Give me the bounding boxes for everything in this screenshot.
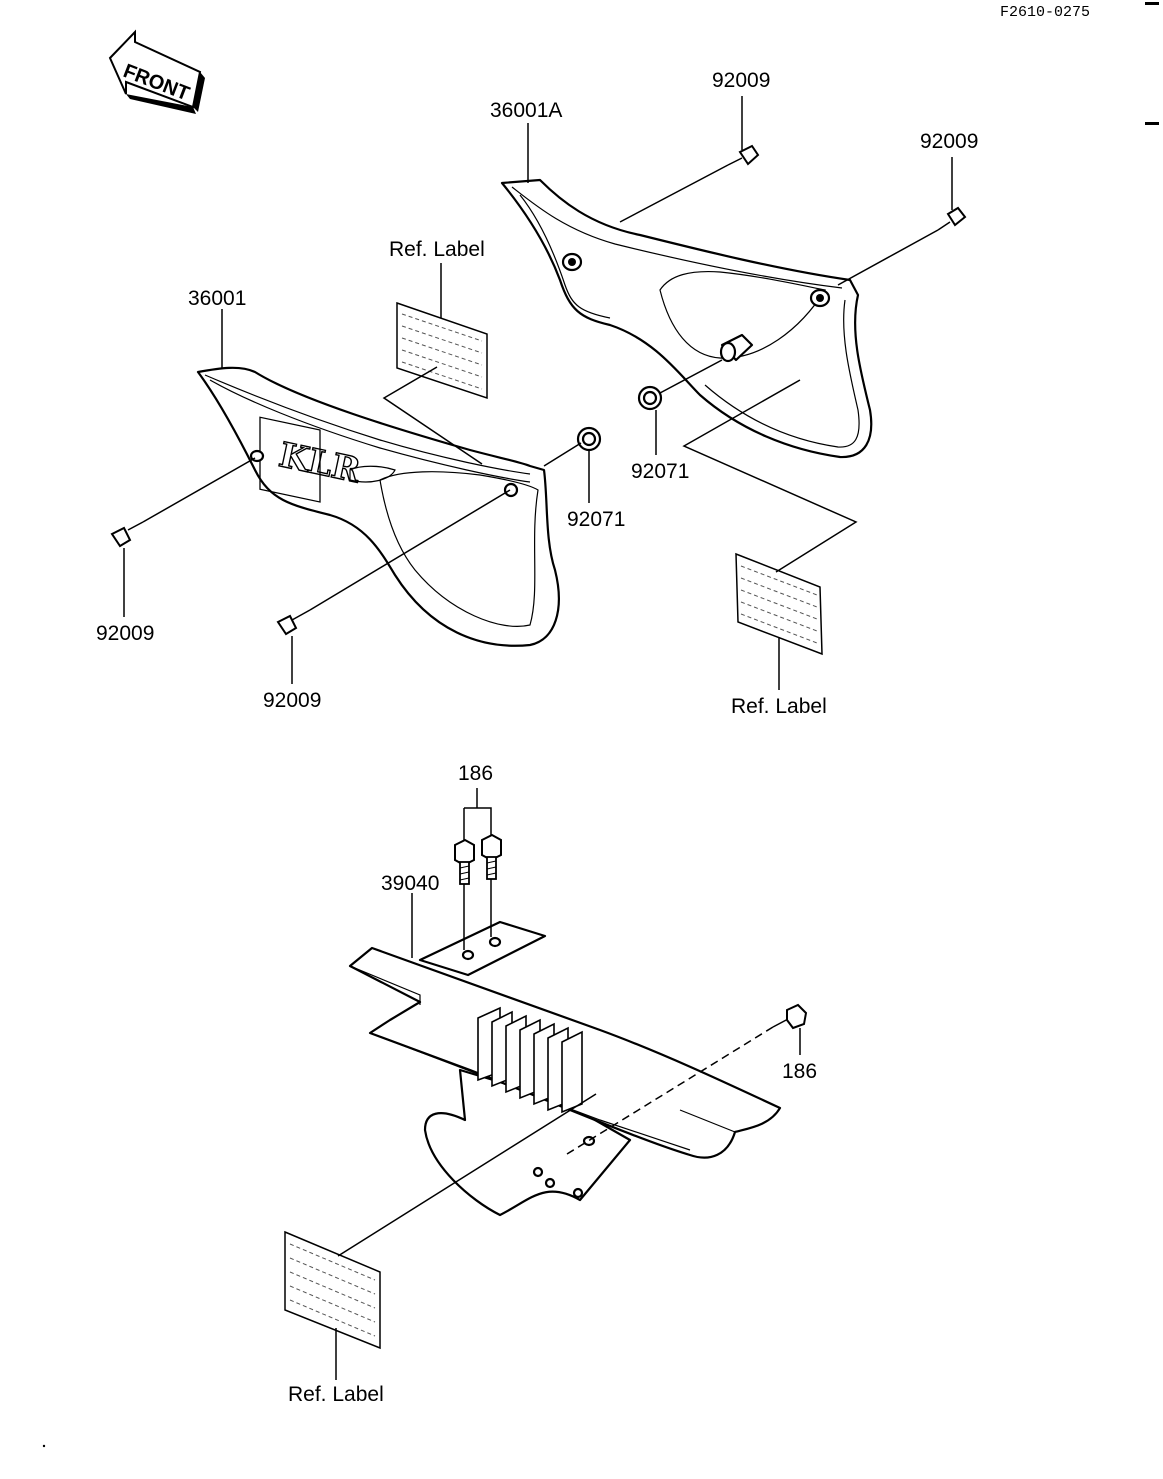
bolt-top-b-icon <box>481 833 502 880</box>
label-bolt-top: 186 <box>458 762 493 785</box>
label-cover-left: 36001 <box>188 287 246 310</box>
label-screw-top-b: 92009 <box>920 130 978 153</box>
leader-lines <box>123 96 953 1380</box>
screw-top-a-icon <box>727 144 760 166</box>
grommet-right-icon <box>637 385 663 411</box>
ref-label-top-icon <box>396 301 488 400</box>
label-grommet-right: 92071 <box>631 460 689 483</box>
scan-dot <box>42 1444 46 1448</box>
ref-label-bottom-icon <box>284 1230 381 1350</box>
diagram-code: F2610-0275 <box>1000 4 1090 21</box>
margin-mark-mid <box>1145 122 1159 125</box>
side-cover-left: KLR <box>196 366 560 647</box>
label-ref-right: Ref. Label <box>731 695 827 718</box>
label-screw-top-a: 92009 <box>712 69 770 92</box>
ref-label-right-icon <box>735 552 823 656</box>
screw-top-b-icon <box>937 206 967 231</box>
front-arrow-icon: FRONT <box>108 29 205 114</box>
label-cover-right: 36001A <box>490 99 562 122</box>
bolt-right-icon <box>772 1003 808 1030</box>
grommet-left-icon <box>576 426 602 452</box>
chain-guard <box>348 920 782 1217</box>
label-guard: 39040 <box>381 872 439 895</box>
label-ref-top: Ref. Label <box>389 238 485 261</box>
label-grommet-left: 92071 <box>567 508 625 531</box>
label-screw-left-a: 92009 <box>96 622 154 645</box>
side-cover-right <box>500 178 873 459</box>
margin-mark-top <box>1145 2 1159 5</box>
label-screw-left-b: 92009 <box>263 689 321 712</box>
screw-left-b-icon <box>276 609 311 636</box>
label-ref-bottom: Ref. Label <box>288 1383 384 1406</box>
bolt-top-a-icon <box>454 838 475 885</box>
label-bolt-right: 186 <box>782 1060 817 1083</box>
screw-left-a-icon <box>110 521 144 548</box>
